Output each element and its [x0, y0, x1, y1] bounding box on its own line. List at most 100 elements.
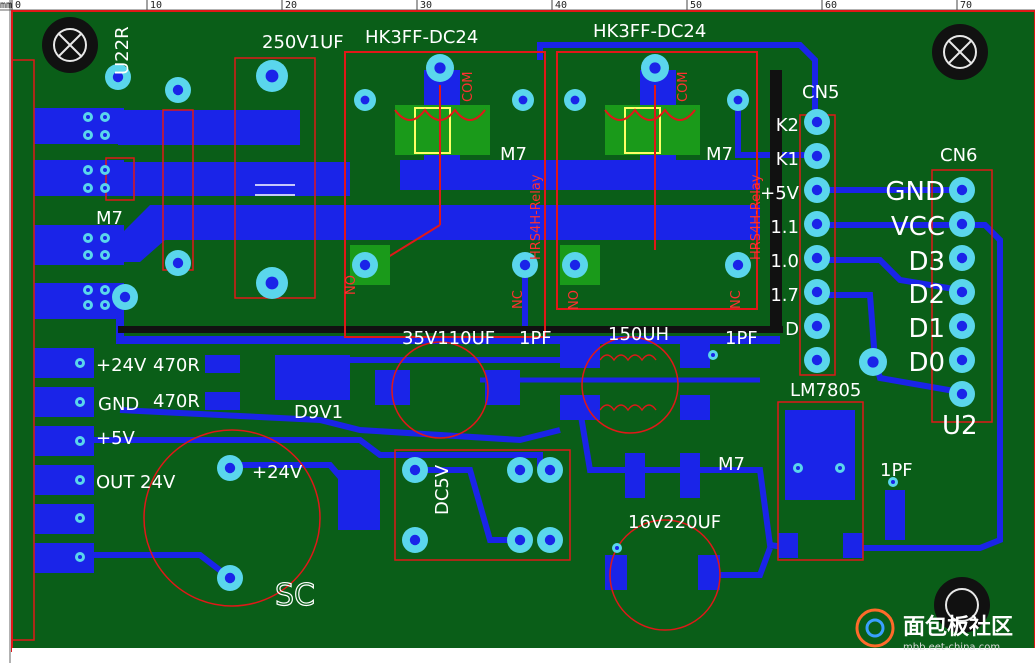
cn5-pin-1-7: 1.7 [770, 285, 799, 306]
cn5-pad-hole [811, 150, 823, 162]
pad-small-hole [103, 236, 107, 240]
label-m7-mid: M7 [718, 454, 745, 475]
pad-small-hole [78, 400, 82, 404]
pad-small-hole [103, 288, 107, 292]
pad-hole [732, 259, 744, 271]
label-pf-a: 1PF [519, 328, 552, 349]
watermark-subtext: mbb.eet-china.com [903, 642, 1000, 653]
mount-hole-tl [42, 17, 98, 73]
pad-small-hole [86, 303, 90, 307]
pad-hole [172, 84, 184, 96]
ruler-unit: mm [0, 0, 12, 11]
relay-k2-m7: M7 [706, 144, 733, 165]
cn5-pad-hole [811, 320, 823, 332]
pad-small-hole [86, 133, 90, 137]
pad-small-hole [86, 115, 90, 119]
pad-small-hole [86, 236, 90, 240]
label-cap-250: 250V1UF [262, 32, 344, 53]
pad-hole [359, 259, 371, 271]
relay-k1-com: COM [461, 71, 476, 102]
cn5-pad-hole [811, 116, 823, 128]
cn5-pad-hole [811, 286, 823, 298]
pad-hole [570, 95, 580, 105]
label-pf-b: 1PF [725, 328, 758, 349]
pad-hole [544, 464, 556, 476]
pad-hole [224, 572, 236, 584]
relay-k1-side: HRS4H-Relay [529, 174, 544, 260]
cn5-pad-hole [811, 252, 823, 264]
keepout-bar [118, 326, 783, 333]
relay-k1-no: NO [344, 275, 359, 295]
ruler-tick-label: 40 [555, 0, 567, 11]
cn6-pin-vcc: VCC [891, 212, 945, 242]
pad-hole [265, 276, 279, 290]
cn5-pad-hole [811, 184, 823, 196]
cn6-pin-d0: D0 [908, 348, 945, 378]
pad-small-hole [86, 288, 90, 292]
pad-small-hole [615, 546, 619, 550]
label-d9v1: D9V1 [294, 402, 343, 423]
ruler-tick-label: 0 [15, 0, 21, 11]
pad-hole [544, 534, 556, 546]
mount-hole-br [934, 577, 990, 633]
mount-hole-tr [932, 24, 988, 80]
cn5-pin-5v: +5V [760, 183, 800, 204]
cn5-pin-1-1: 1.1 [770, 217, 799, 238]
relay-k1[interactable] [344, 51, 546, 338]
label-sc: SC [275, 578, 315, 613]
cn6-footer-u2: U2 [942, 411, 978, 441]
label-lm7805: LM7805 [790, 380, 861, 401]
silkscreen: U22R 250V1UF HK3FF-DC24 HK3FF-DC24 COM C… [96, 21, 978, 614]
pad-small-hole [103, 253, 107, 257]
terminal-left-1: GND [98, 394, 139, 415]
pad-hole [434, 62, 446, 74]
relay-k2-no: NO [567, 290, 582, 310]
pad-hole [518, 95, 528, 105]
terminal-left-2: +5V [96, 428, 136, 449]
pad-hole [514, 534, 526, 546]
pad-hole [360, 95, 370, 105]
pad-hole [112, 71, 124, 83]
watermark: 面包板社区 mbb.eet-china.com [855, 608, 1013, 653]
label-plus24-big: +24V [252, 462, 303, 483]
pad-hole [265, 69, 279, 83]
pad-hole [224, 462, 236, 474]
label-dc5v: DC5V [432, 464, 453, 515]
cn6-pad-hole [956, 320, 968, 332]
pad-small-hole [86, 168, 90, 172]
cn5-pin-d: D [785, 319, 799, 340]
label-r470-a: 470R [153, 355, 200, 376]
label-cap-35: 35V110UF [402, 328, 495, 349]
ruler-tick-label: 70 [960, 0, 972, 11]
watermark-logo-icon [855, 608, 895, 648]
label-r470-b: 470R [153, 391, 200, 412]
cn6-pin-d1: D1 [908, 314, 945, 344]
label-m7-left: M7 [96, 208, 123, 229]
pad-layer [75, 54, 975, 591]
cn5-pin-k2: K2 [776, 115, 799, 136]
pad-hole [119, 291, 131, 303]
pad-small-hole [103, 168, 107, 172]
pad-hole [649, 62, 661, 74]
cn6-pad-hole [956, 388, 968, 400]
pad-small-hole [78, 478, 82, 482]
relay-k2-nc: NC [729, 290, 744, 309]
cn6-pin-d2: D2 [908, 280, 945, 310]
label-pf-c: 1PF [880, 460, 913, 481]
cn6-pad-hole [956, 218, 968, 230]
cn5-title: CN5 [802, 82, 840, 103]
pad-small-hole [891, 480, 895, 484]
label-cap-16: 16V220UF [628, 512, 721, 533]
watermark-text: 面包板社区 [903, 614, 1013, 640]
cn6-pin-d3: D3 [908, 247, 945, 277]
mounting-holes [42, 17, 990, 633]
cn5-pad-hole [811, 354, 823, 366]
relay-k1-m7: M7 [500, 144, 527, 165]
pad-hole [569, 259, 581, 271]
pad-hole [514, 464, 526, 476]
board-margin [12, 648, 1035, 663]
pad-small-hole [838, 466, 842, 470]
ruler-tick-label: 30 [420, 0, 432, 11]
pad-small-hole [78, 516, 82, 520]
